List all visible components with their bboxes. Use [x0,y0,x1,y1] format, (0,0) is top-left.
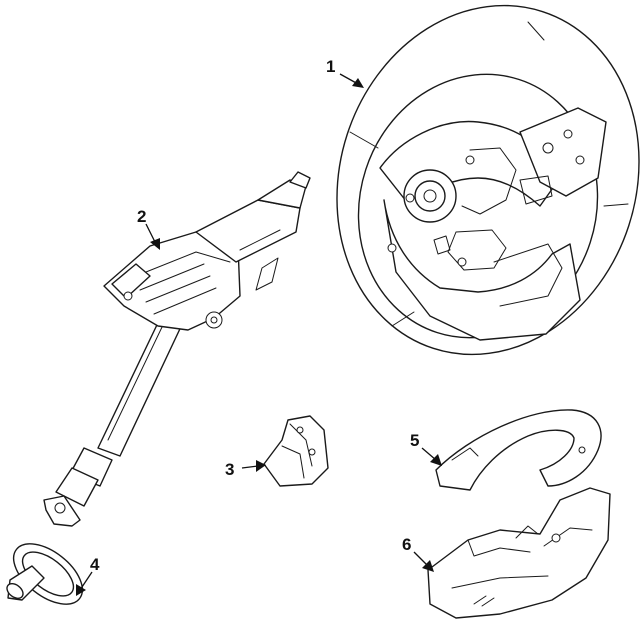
steering-wheel [336,4,640,356]
callout-5: 5 [410,431,419,450]
steering-boot [6,543,84,605]
callout-3: 3 [225,460,234,479]
callout-1: 1 [326,57,335,76]
callout-leaders [76,73,442,596]
callout-6: 6 [402,535,411,554]
lower-column-cover [427,487,611,619]
upper-column-cover [435,409,602,491]
steering-column [43,171,311,527]
callout-2: 2 [137,207,146,226]
clock-spring-module [263,415,329,487]
callout-4: 4 [90,555,100,574]
